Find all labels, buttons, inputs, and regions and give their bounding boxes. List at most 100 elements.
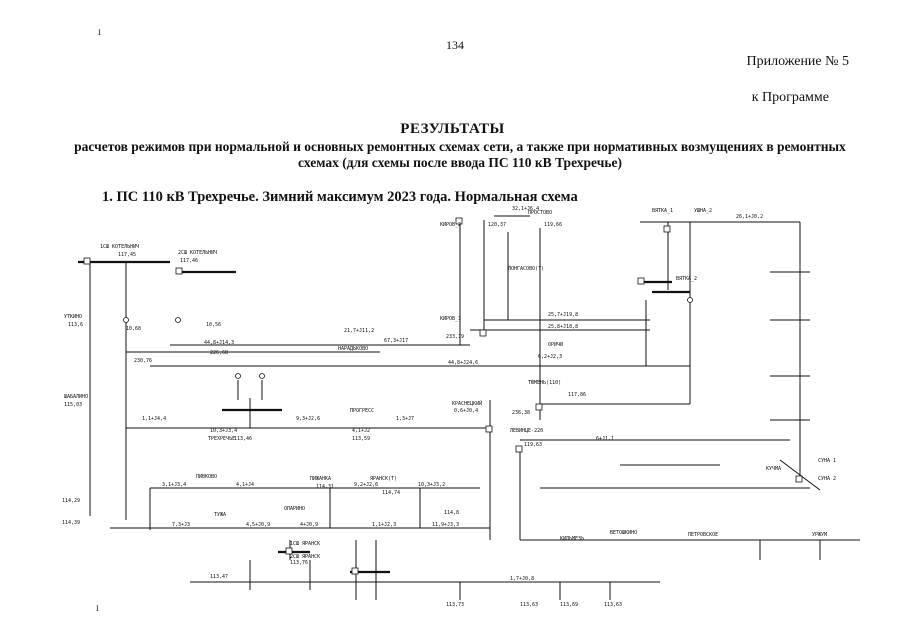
branch-label: 67,3+J17 [384,338,408,344]
branch-label: 113,63 [604,602,622,608]
branch-label: 114,29 [62,498,80,504]
branch-label: 1,1+J2,3 [372,522,396,528]
node-marker [663,225,671,233]
branch-label: 9,2+J2,6 [354,482,378,488]
branch-label: 113,6 [68,322,83,328]
substation-label: ТУЖА [214,512,226,518]
node-marker [123,317,129,323]
substation-label: ШАБАЛИНО [64,394,88,400]
branch-label: 236,38 [512,410,530,416]
branch-label: 10,68 [126,326,141,332]
margin-mark: I [96,604,99,613]
substation-label: ПЕТРОВСКОЕ [688,532,718,538]
substation-label: 1СШ ЯРАНСК [290,541,320,547]
branch-label: 113,47 [210,574,228,580]
branch-label: 114,31 [316,484,334,490]
program-label: к Программе [751,90,829,105]
node-marker [83,257,91,265]
branch-label: 26,1+J0,2 [736,214,763,220]
substation-label: 2СШ КОТЕЛЬНИЧ [178,250,217,256]
substation-label: ОРИЧИ [548,342,563,348]
substation-label: ЛЕВИНЦЕ-220 [510,428,543,434]
substation-label: ПИЖАНКА [310,476,331,482]
branch-label: 10,3+J3,2 [418,482,445,488]
substation-label: СУНА 2 [818,476,836,482]
node-marker [479,329,487,337]
node-marker [637,277,645,285]
node-marker [285,547,293,555]
node-marker [175,267,183,275]
substation-label: ВЯТКА_1 [652,208,673,214]
branch-label: 119,63 [524,442,542,448]
branch-label: 7,3+J3 [172,522,190,528]
scheme-wiring [78,215,860,600]
branch-label: 117,46 [180,258,198,264]
substation-label: 1СШ КОТЕЛЬНИЧ [100,244,139,250]
substation-label: КИРОВ_1 [440,316,461,322]
node-marker [485,425,493,433]
node-marker [535,403,543,411]
branch-label: 10,56 [206,322,221,328]
substation-label: КИЛЬМЕЗЬ [560,536,584,542]
branch-label: 113,63 [520,602,538,608]
node-marker [687,297,693,303]
branch-label: 113,76 [290,560,308,566]
substation-label: ТРЕХРЕЧЬЕ [208,436,235,442]
branch-label: 114,39 [62,520,80,526]
substation-label: ВЕТОШКИНО [610,530,637,536]
substation-label: КИРОВ_2 [440,222,461,228]
branch-label: 226,68 [210,350,228,356]
document-title: РЕЗУЛЬТАТЫ [400,121,505,137]
branch-label: 119,66 [544,222,562,228]
branch-label: 114,74 [382,490,400,496]
branch-label: 0,6+J0,4 [454,408,478,414]
branch-label: 115,03 [64,402,82,408]
branch-label: 113,69 [560,602,578,608]
substation-label: УРЖУМ [812,532,827,538]
substation-label: УШНА_2 [694,208,712,214]
substation-label: ОПАРИНО [284,506,305,512]
node-marker [175,317,181,323]
node-marker [515,445,523,453]
branch-label: 25,7+J19,8 [548,312,578,318]
substation-label: ЛОНГАСОВО(Т) [508,266,544,272]
node-marker [351,567,359,575]
branch-label: 113,73 [446,602,464,608]
branch-label: 4,5+J0,9 [246,522,270,528]
branch-label: 233,79 [446,334,464,340]
substation-label: ПРОСТОВО [528,210,552,216]
branch-label: 1,1+J4,4 [142,416,166,422]
substation-label: ВЯТКА_2 [676,276,697,282]
node-marker [455,217,463,225]
branch-label: 117,45 [118,252,136,258]
branch-label: 6+J1,1 [596,436,614,442]
substation-label: ТЮМЕНЬ(110) [528,380,561,386]
substation-label: СУНА 1 [818,458,836,464]
branch-label: 21,7+J11,2 [344,328,374,334]
substation-label: УТКИНО [64,314,82,320]
branch-label: 32,1+J6,4 [512,206,539,212]
branch-label: 1,7+J0,8 [510,576,534,582]
branch-label: 230,76 [134,358,152,364]
branch-label: 44,8+J24,6 [448,360,478,366]
branch-label: 6,2+J2,3 [538,354,562,360]
substation-label: ЯРАНСК(Т) [370,476,397,482]
branch-label: 120,37 [488,222,506,228]
node-marker [235,373,241,379]
branch-label: 114,8 [444,510,459,516]
branch-label: 25,8+J18,8 [548,324,578,330]
margin-mark: I [98,28,101,37]
node-marker [795,475,803,483]
appendix-label: Приложение № 5 [746,54,850,69]
scheme-labels: 1СШ КОТЕЛЬНИЧ 2СШ КОТЕЛЬНИЧ КИРОВ_2 КИРО… [62,206,836,608]
substation-label: ПРОГРЕСС [350,408,374,414]
wire [779,459,821,491]
page-number: 134 [446,38,464,52]
branch-label: 117,86 [568,392,586,398]
branch-label: 9,3+J2,6 [296,416,320,422]
substation-label: 2СШ ЯРАНСК [290,554,320,560]
branch-label: 113,46 [234,436,252,442]
branch-label: 10,3+J3,4 [210,428,237,434]
branch-label: 44,8+J14,3 [204,340,234,346]
